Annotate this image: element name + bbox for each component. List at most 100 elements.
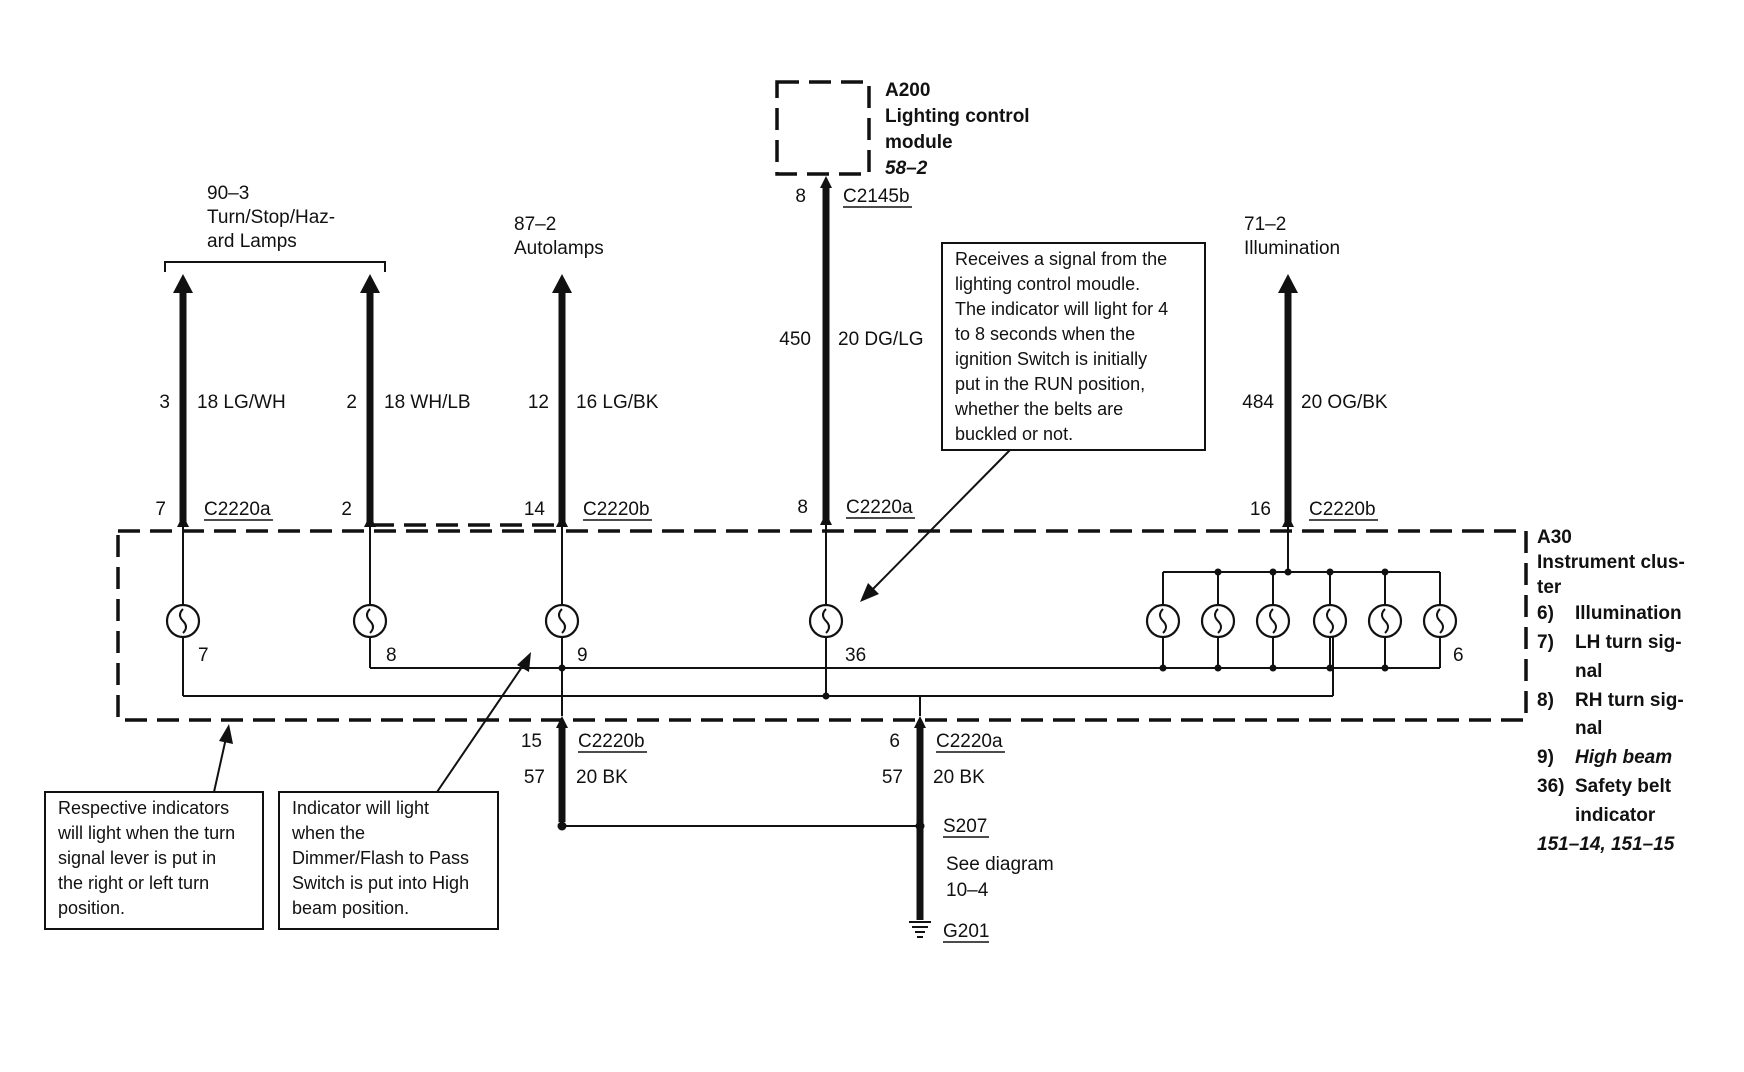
- beam-note-line1: Indicator will light: [292, 798, 429, 818]
- wire-lg-wh-pin: 7: [155, 499, 166, 520]
- safety-note-line8: buckled or not.: [955, 424, 1073, 444]
- wire-og-bk: 484 20 OG/BK 16 C2220b: [1242, 274, 1388, 570]
- wire-dg-lg-connector: C2220a: [846, 497, 913, 518]
- bulb-label-7: 7: [198, 645, 209, 666]
- wire-lg-bk-connector: C2220b: [583, 499, 650, 520]
- high-beam-indicator-bulb: 9: [544, 603, 588, 666]
- autolamps-ref: 87–2: [514, 214, 556, 235]
- see-diagram-line1: See diagram: [946, 854, 1054, 875]
- wire-og-bk-pin: 16: [1250, 499, 1271, 520]
- wire-dg-lg-gauge: 20 DG/LG: [838, 329, 924, 350]
- turn-lamps-destination: 90–3 Turn/Stop/Haz- ard Lamps: [164, 183, 386, 272]
- wire-wh-lb-gauge: 18 WH/LB: [384, 392, 471, 413]
- safety-note-line7: whether the belts are: [954, 399, 1123, 419]
- autolamps-line1: Autolamps: [514, 238, 604, 259]
- wire-dg-lg: 450 20 DG/LG 8 C2220a: [779, 176, 924, 606]
- wire-wh-lb-circuit: 2: [346, 392, 357, 413]
- arrow-icon: [860, 583, 879, 602]
- wire-og-bk-gauge: 20 OG/BK: [1301, 392, 1388, 413]
- turn-note-line2: will light when the turn: [57, 823, 235, 843]
- beam-note-pointer: [436, 663, 525, 793]
- ground-right-connector: C2220a: [936, 731, 1003, 752]
- connector-arrow-icon: [820, 176, 832, 188]
- safety-belt-note: Receives a signal from the lighting cont…: [860, 242, 1206, 602]
- beam-note-line3: Dimmer/Flash to Pass: [292, 848, 469, 868]
- splice-id: S207: [943, 816, 987, 837]
- beam-note-line2: when the: [291, 823, 365, 843]
- see-diagram-line2: 10–4: [946, 880, 989, 901]
- legend-num-6: 6): [1537, 603, 1554, 624]
- legend-num-8: 8): [1537, 690, 1554, 711]
- turn-lamps-ref: 90–3: [207, 183, 249, 204]
- ground-id: G201: [943, 921, 989, 942]
- connector-arrow-icon: [914, 716, 926, 728]
- safety-note-line2: lighting control moudle.: [955, 274, 1140, 294]
- lighting-control-module: A200 Lighting control module 58–2 8 C214…: [775, 80, 1030, 208]
- module-ref: 58–2: [885, 158, 928, 179]
- ground-right-circuit: 57: [882, 767, 903, 788]
- turn-lamps-line2: ard Lamps: [207, 231, 297, 252]
- cluster-refs: 151–14, 151–15: [1537, 834, 1675, 855]
- module-pin: 8: [795, 186, 806, 207]
- beam-note-line4: Switch is put into High: [292, 873, 469, 893]
- arrow-up-icon: [173, 274, 193, 293]
- safety-belt-indicator-bulb: 36: [808, 603, 866, 666]
- legend-text-8a: RH turn sig-: [1575, 690, 1684, 711]
- wire-lg-wh-connector: C2220a: [204, 499, 271, 520]
- turn-lamps-bracket: [164, 261, 386, 272]
- autolamps-destination: 87–2 Autolamps: [514, 214, 604, 259]
- arrow-up-icon: [1278, 274, 1298, 293]
- connector-arrow-icon: [556, 716, 568, 728]
- module-name-line2: module: [885, 132, 953, 153]
- beam-note-line5: beam position.: [292, 898, 409, 918]
- high-beam-note: Indicator will light when the Dimmer/Fla…: [278, 652, 531, 930]
- legend-num-7: 7): [1537, 632, 1554, 653]
- wire-wh-lb-pin: 2: [341, 499, 352, 520]
- module-dashed-box: [775, 80, 871, 176]
- wire-og-bk-connector: C2220b: [1309, 499, 1376, 520]
- ground-right-pin: 6: [889, 731, 900, 752]
- bulb-label-9: 9: [577, 645, 588, 666]
- illumination-line1: Illumination: [1244, 238, 1340, 259]
- ground-wire-right: 6 C2220a 57 20 BK S207 See diagram 10–4 …: [562, 716, 1054, 943]
- legend-text-8b: nal: [1575, 718, 1602, 739]
- cluster-name-line2: ter: [1537, 577, 1562, 598]
- instrument-cluster-outline: [116, 529, 1528, 722]
- lh-turn-indicator-bulb: 7: [165, 603, 209, 666]
- connector-arrow-icon: [1282, 515, 1294, 527]
- ground-right-gauge: 20 BK: [933, 767, 985, 788]
- turn-note-line1: Respective indicators: [58, 798, 229, 818]
- legend-text-7a: LH turn sig-: [1575, 632, 1682, 653]
- cluster-internal-wiring: [182, 568, 1440, 716]
- legend-text-36a: Safety belt: [1575, 776, 1672, 797]
- module-connector: C2145b: [843, 186, 910, 207]
- cluster-id: A30: [1537, 527, 1572, 548]
- legend-text-7b: nal: [1575, 661, 1602, 682]
- ground-left-connector: C2220b: [578, 731, 645, 752]
- instrument-cluster-legend: A30 Instrument clus- ter 6) Illumination…: [1537, 527, 1685, 855]
- wire-wh-lb: 2 18 WH/LB 2: [341, 274, 555, 606]
- ground-left-pin: 15: [521, 731, 542, 752]
- safety-note-line6: put in the RUN position,: [955, 374, 1145, 394]
- legend-text-36b: indicator: [1575, 805, 1656, 826]
- legend-text-6: Illumination: [1575, 603, 1682, 624]
- legend-num-9: 9): [1537, 747, 1554, 768]
- arrow-up-icon: [360, 274, 380, 293]
- safety-note-pointer: [871, 449, 1011, 591]
- bulb-label-36: 36: [845, 645, 866, 666]
- turn-note-line4: the right or left turn: [58, 873, 209, 893]
- turn-note-line5: position.: [58, 898, 125, 918]
- illumination-bulbs: 6: [1145, 568, 1464, 672]
- legend-num-36: 36): [1537, 776, 1564, 797]
- wire-dg-lg-pin: 8: [797, 497, 808, 518]
- illumination-destination: 71–2 Illumination: [1244, 214, 1340, 259]
- legend-text-9: High beam: [1575, 747, 1672, 768]
- wire-lg-bk: 12 16 LG/BK 14 C2220b: [524, 274, 659, 606]
- wire-lg-wh: 3 18 LG/WH 7 C2220a: [155, 274, 286, 606]
- bulb-label-8: 8: [386, 645, 397, 666]
- wire-og-bk-circuit: 484: [1242, 392, 1274, 413]
- bulb-label-6: 6: [1453, 645, 1464, 666]
- turn-note-line3: signal lever is put in: [58, 848, 216, 868]
- arrow-icon: [517, 652, 531, 672]
- connector-arrow-icon: [556, 515, 568, 527]
